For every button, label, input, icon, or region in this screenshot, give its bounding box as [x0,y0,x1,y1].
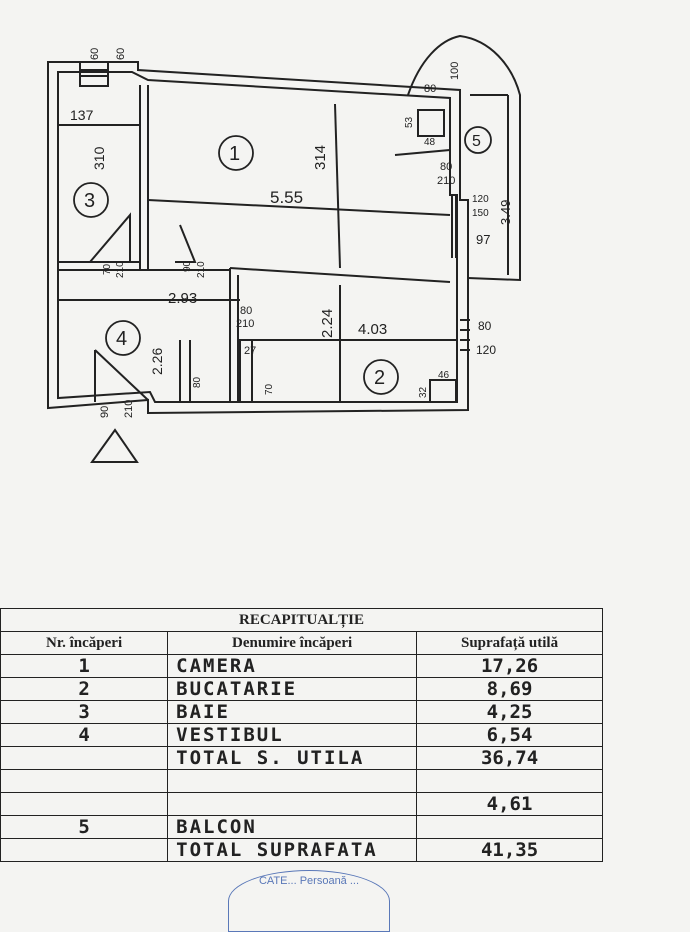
door-swing [89,212,131,263]
dim-label: 210 [196,261,207,278]
row-area [416,769,603,793]
recap-table-block: RECAPITUALȚIE Nr. încăperi Denumire încă… [0,608,603,900]
row-area: 6,54 [416,723,603,747]
row-name [167,769,418,793]
dim-label: 2.24 [319,309,336,338]
table-row: 5 BALCON [0,815,603,839]
dim-label: 80 [240,305,252,317]
row-name: BUCATARIE [167,677,418,701]
row-area: 17,26 [416,654,603,678]
inner-wall [57,71,458,403]
dim-label: 210 [123,400,135,418]
row-name: TOTAL S. UTILA [167,746,418,770]
table-row: 4 VESTIBUL 6,54 [0,723,603,747]
dim-label: 137 [70,107,94,123]
door-swing [175,224,197,263]
dim-label: 210 [437,175,455,187]
door-swing [394,148,451,178]
recap-table: RECAPITUALȚIE Nr. încăperi Denumire încă… [0,608,603,862]
room-3-marker [73,182,109,218]
dim-label: 100 [449,62,461,80]
header-nr: Nr. încăperi [0,631,169,655]
official-stamp: CATE... Persoană ... [228,870,390,932]
table-row: TOTAL SUPRAFATA 41,35 [0,838,603,862]
dim-label: 150 [472,208,489,219]
row-area: 4,61 [416,792,603,816]
stamp-text: CATE... Persoană ... [258,875,360,887]
dim-label: 60 [89,48,101,60]
row-name: TOTAL SUPRAFATA [167,838,418,862]
dim-label: 80 [440,161,452,173]
row-name [167,792,418,816]
dim-label: 90 [99,406,111,418]
row-area [416,815,603,839]
row-nr: 1 [0,654,169,678]
room-5-number: 5 [472,133,481,150]
door-swing [94,349,149,401]
dim-label: 3.49 [498,200,513,225]
row-area: 8,69 [416,677,603,701]
dim-label: 314 [312,145,329,170]
row-nr: 4 [0,723,169,747]
header-area: Suprafață utilă [416,631,603,655]
row-area: 41,35 [416,838,603,862]
row-area: 4,25 [416,700,603,724]
header-name: Denumire încăperi [167,631,418,655]
row-nr [0,792,169,816]
dim-label: 48 [424,137,436,148]
balcony-outline [407,34,521,282]
row-nr [0,838,169,862]
table-row: 2 BUCATARIE 8,69 [0,677,603,701]
dim-label: 46 [438,370,450,381]
room-3-number: 3 [84,190,95,212]
dim-label: 70 [102,263,113,275]
dim-label: 80 [424,83,436,95]
dim-label: 2.93 [168,290,197,307]
row-name: CAMERA [167,654,418,678]
row-name: BALCON [167,815,418,839]
room-4-marker [105,320,141,356]
dim-label: 27 [244,345,256,357]
row-nr [0,769,169,793]
floor-plan: 1 2 3 4 5 60 60 137 310 100 80 314 5.55 … [47,34,521,463]
dim-label: 2.26 [149,348,165,375]
row-nr: 5 [0,815,169,839]
dim-label: 210 [236,318,254,330]
dim-label: 97 [476,232,490,247]
row-name: VESTIBUL [167,723,418,747]
vent-shaft [79,61,109,87]
dim-label: 80 [192,376,203,388]
dim-label: 70 [264,383,275,395]
row-area: 36,74 [416,746,603,770]
table-row: TOTAL S. UTILA 36,74 [0,746,603,770]
row-nr [0,746,169,770]
dim-label: 60 [115,48,127,60]
row-name: BAIE [167,700,418,724]
dim-label: 4.03 [358,321,387,338]
room-1-marker [218,135,254,171]
dim-label: 310 [91,146,107,170]
dim-label: 80 [478,319,492,333]
dim-label: 90 [182,260,193,272]
dim-label: 32 [418,386,429,398]
row-nr: 2 [0,677,169,701]
room-5-marker [464,126,492,154]
dim-label: 5.55 [270,188,303,207]
room-2-marker [363,359,399,395]
table-row: 1 CAMERA 17,26 [0,654,603,678]
room-2-number: 2 [374,367,385,389]
dim-label: 210 [115,261,126,278]
table-row: 4,61 [0,792,603,816]
room-1-number: 1 [229,143,240,165]
table-row [0,769,603,793]
table-row: 3 BAIE 4,25 [0,700,603,724]
dim-label: 120 [476,343,496,357]
recap-title: RECAPITUALȚIE [0,608,603,632]
dim-label: 120 [472,194,489,205]
outer-wall [47,61,469,415]
row-nr: 3 [0,700,169,724]
entrance-arrow [90,428,139,463]
dim-label: 53 [404,116,415,128]
room-4-number: 4 [116,328,127,350]
